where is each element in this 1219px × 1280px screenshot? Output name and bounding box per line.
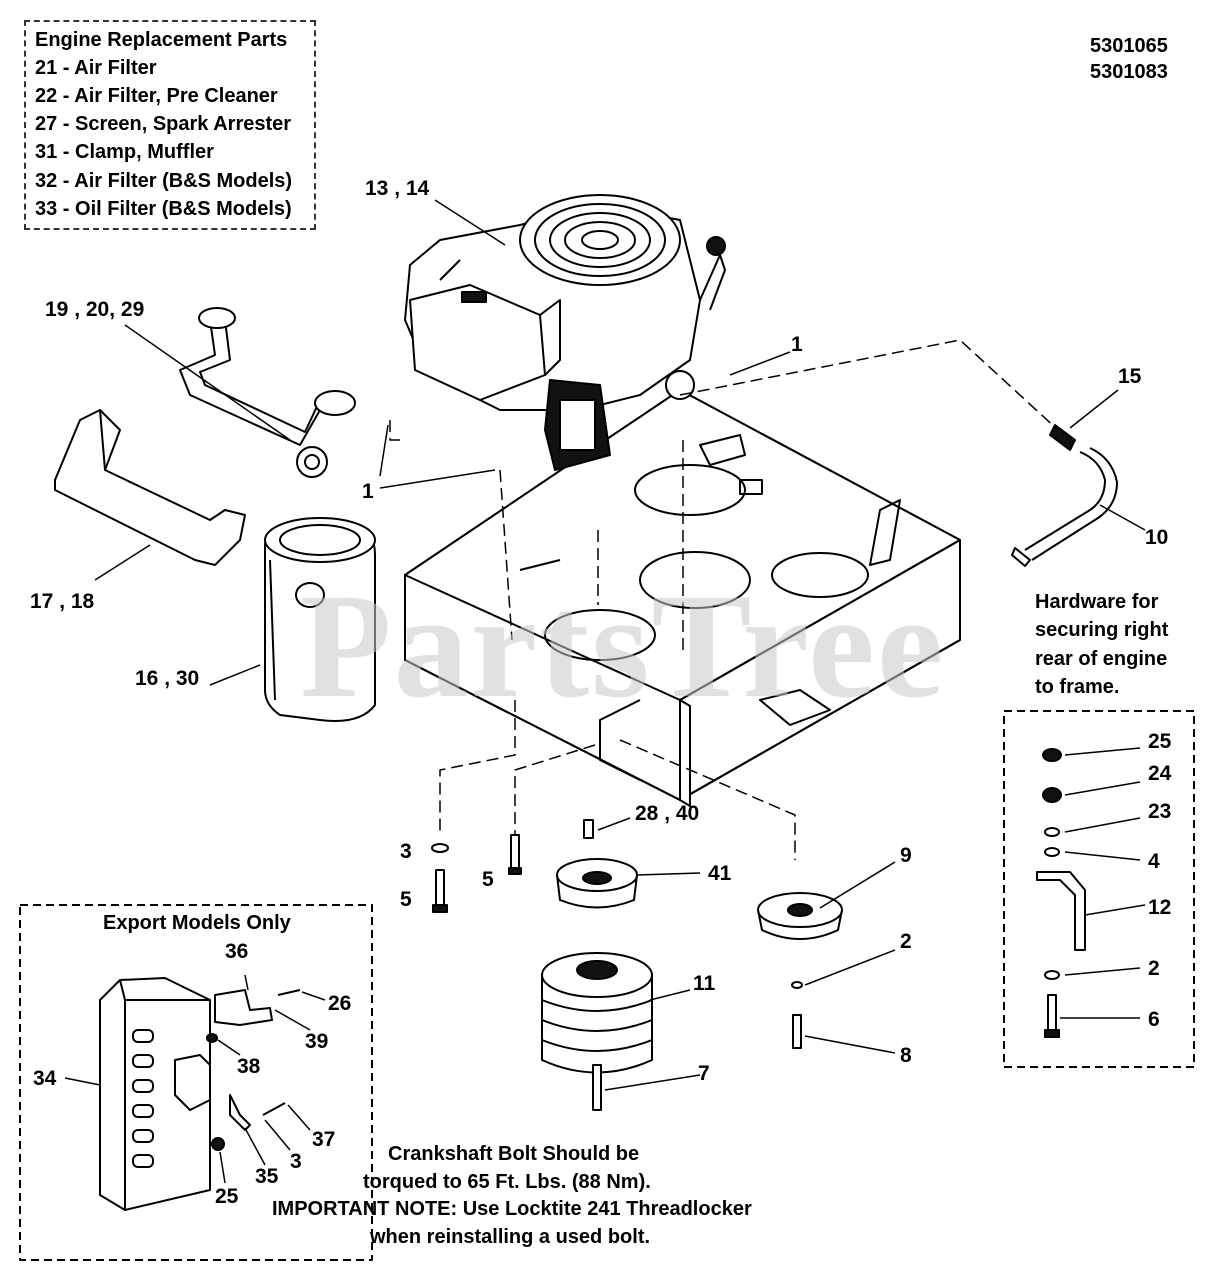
hardware-stack-drawing	[1036, 748, 1086, 1038]
hardware-drawing	[431, 834, 803, 1111]
hardware-note-line: Hardware for	[1035, 591, 1159, 613]
callout-plug-right: 1	[791, 333, 803, 356]
callout-engine: 13 , 14	[365, 177, 430, 200]
muffler-drawing	[264, 517, 376, 722]
callout-bolt-7: 7	[698, 1062, 710, 1085]
engine-parts-title: Engine Replacement Parts	[35, 29, 288, 51]
callout-ex-37: 37	[312, 1128, 336, 1151]
callout-key: 28 , 40	[635, 802, 700, 825]
callout-ex-35: 35	[255, 1165, 279, 1188]
hardware-note-line: securing right	[1035, 619, 1169, 641]
crankshaft-note-line: torqued to 65 Ft. Lbs. (88 Nm).	[363, 1171, 651, 1193]
export-box	[19, 904, 373, 1261]
callout-bracket: 17 , 18	[30, 590, 95, 613]
crankshaft-note-line: when reinstalling a used bolt.	[370, 1226, 651, 1248]
callout-idler: 9	[900, 844, 912, 867]
callout-hw-4: 4	[1148, 850, 1160, 873]
heat-shield-bracket-drawing	[54, 409, 246, 566]
callout-bolt-5a: 5	[400, 888, 412, 911]
callout-fitting: 15	[1118, 365, 1142, 388]
callout-hw-2: 2	[1148, 957, 1160, 980]
hardware-note-line: to frame.	[1035, 676, 1120, 698]
callout-hw-25: 25	[1148, 730, 1172, 753]
callout-pulley: 41	[708, 862, 732, 885]
callout-hw-24: 24	[1148, 762, 1172, 785]
engine-part-item: 22 - Air Filter, Pre Cleaner	[35, 85, 278, 107]
callout-ex-36: 36	[225, 940, 249, 963]
engine-part-item: 21 - Air Filter	[35, 57, 157, 79]
callout-ex-25: 25	[215, 1185, 239, 1208]
callout-muffler: 16 , 30	[135, 667, 200, 690]
model-number: 5301083	[1090, 61, 1168, 83]
callout-ex-39: 39	[305, 1030, 329, 1053]
engine-part-item: 33 - Oil Filter (B&S Models)	[35, 198, 292, 220]
callout-hw-23: 23	[1148, 800, 1172, 823]
callout-washer-2: 2	[900, 930, 912, 953]
crankshaft-note-line: Crankshaft Bolt Should be	[388, 1143, 640, 1165]
export-guard-drawing	[99, 977, 301, 1211]
callout-plug-left: 1	[362, 480, 374, 503]
callout-bolt-8: 8	[900, 1044, 912, 1067]
callout-hw-12: 12	[1148, 896, 1172, 919]
hose-drawing	[1011, 424, 1118, 567]
watermark: PartsTree	[300, 563, 946, 729]
export-title: Export Models Only	[103, 912, 291, 934]
hardware-box	[1003, 710, 1195, 1068]
crankshaft-note-line: IMPORTANT NOTE: Use Locktite 241 Threadl…	[272, 1198, 752, 1220]
callout-clutch: 11	[693, 972, 716, 995]
idler-pulley-drawing	[757, 892, 843, 940]
callout-hose: 10	[1145, 526, 1169, 549]
callout-ex-38: 38	[237, 1055, 261, 1078]
callout-hw-6: 6	[1148, 1008, 1160, 1031]
engine-part-item: 27 - Screen, Spark Arrester	[35, 113, 292, 135]
engine-drawing	[404, 194, 726, 471]
callout-ex-26: 26	[328, 992, 352, 1015]
model-number: 5301065	[1090, 35, 1168, 57]
leader-lines	[64, 199, 1146, 1184]
callout-exhaust: 19 , 20, 29	[45, 298, 145, 321]
assembly-lines	[389, 339, 1059, 860]
callout-ex-3: 3	[290, 1150, 302, 1173]
callout-washer-3: 3	[400, 840, 412, 863]
engine-part-item: 32 - Air Filter (B&S Models)	[35, 170, 293, 192]
pulley-41-drawing	[556, 819, 638, 909]
callout-bolt-5b: 5	[482, 868, 494, 891]
engine-part-item: 31 - Clamp, Muffler	[35, 141, 214, 163]
exhaust-pipe-drawing	[179, 307, 356, 478]
clutch-drawing	[541, 952, 653, 1074]
hardware-note-line: rear of engine	[1035, 648, 1168, 670]
engine-parts-box	[24, 20, 316, 230]
callout-ex-34: 34	[33, 1067, 57, 1090]
